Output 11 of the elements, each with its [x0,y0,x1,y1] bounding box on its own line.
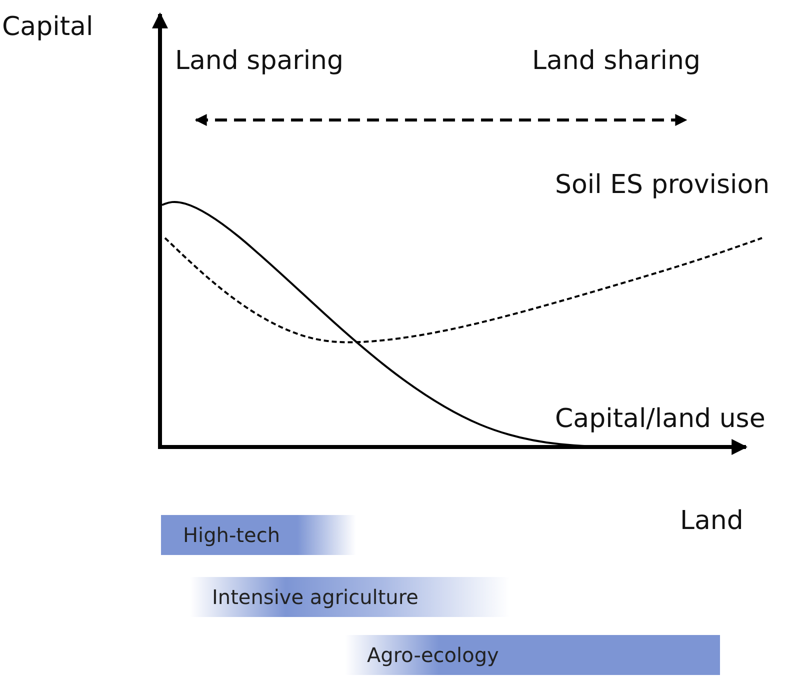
gradient-bar [345,635,720,675]
spectrum-label: Land sparing [175,48,344,74]
bar-label: Intensive agriculture [211,585,418,609]
gradient-bar [161,515,356,555]
axis-title: Capital [2,14,94,40]
axis-title: Land [680,508,744,534]
curve-label: Capital/land use [555,406,766,432]
curve-label: Soil ES provision [555,172,770,198]
bar-label: Agro-ecology [366,643,499,667]
spectrum-label: Land sharing [532,48,701,74]
bar-label: High-tech [182,523,280,547]
